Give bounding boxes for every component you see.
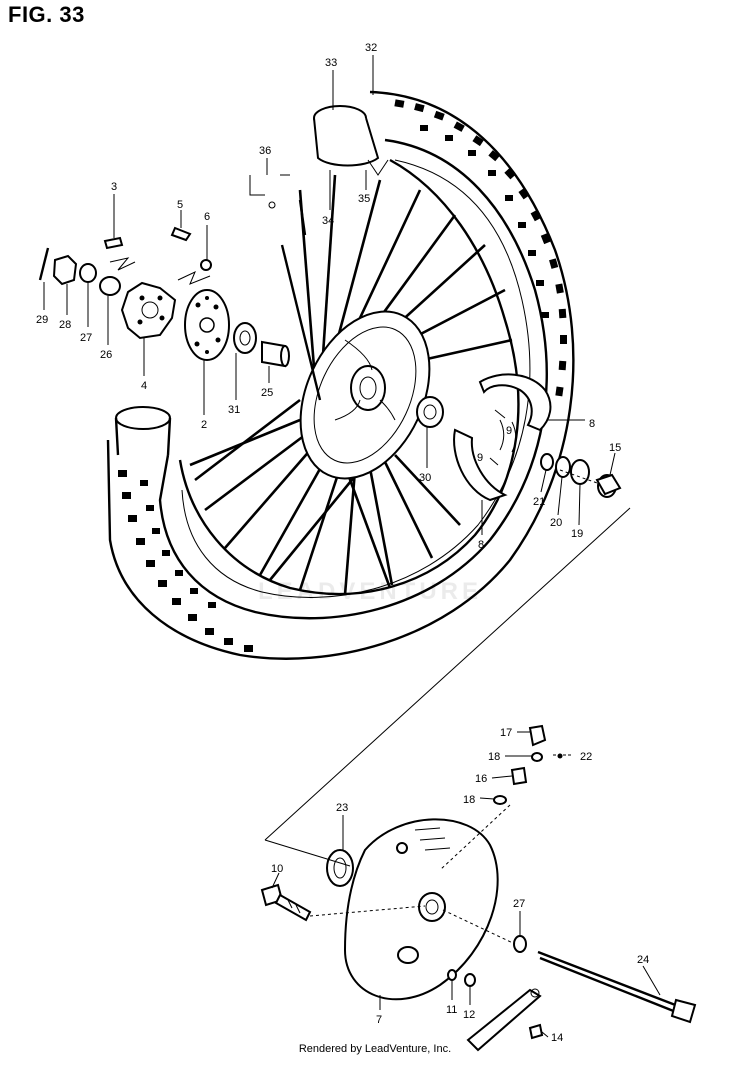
washer-27 xyxy=(513,935,527,953)
callout-30: 30 xyxy=(419,472,431,484)
cable-adjuster xyxy=(493,724,572,805)
callout-18b: 18 xyxy=(463,794,475,806)
callout-11: 11 xyxy=(446,1004,457,1016)
tire-tread xyxy=(118,99,567,652)
callout-10: 10 xyxy=(271,863,283,875)
rim xyxy=(178,158,520,596)
callout-29: 29 xyxy=(36,314,48,326)
washer-12 xyxy=(464,973,476,987)
callout-8b: 8 xyxy=(478,539,484,551)
figure-title: FIG. 33 xyxy=(8,2,85,27)
callout-14: 14 xyxy=(551,1032,563,1044)
callout-25: 25 xyxy=(261,387,273,399)
callout-33: 33 xyxy=(325,57,337,69)
callout-7: 7 xyxy=(376,1014,382,1026)
callout-18a: 18 xyxy=(488,751,500,763)
axle xyxy=(537,950,697,1024)
brake-panel xyxy=(343,818,499,1001)
callout-31: 31 xyxy=(228,404,240,416)
callout-34: 34 xyxy=(322,215,334,227)
callout-8a: 8 xyxy=(589,418,595,430)
callout-5: 5 xyxy=(177,199,183,211)
callout-27b: 27 xyxy=(513,898,525,910)
footer-credit: Rendered by LeadVenture, Inc. xyxy=(298,1043,452,1055)
axle-side-parts xyxy=(540,453,622,498)
callout-9a: 9 xyxy=(506,425,512,437)
seal xyxy=(326,849,354,887)
tire-cut-end xyxy=(115,406,171,430)
callout-3: 3 xyxy=(111,181,117,193)
callout-21: 21 xyxy=(533,496,545,508)
callout-24: 24 xyxy=(637,954,649,966)
brake-shoes xyxy=(453,373,552,502)
callout-35: 35 xyxy=(358,193,370,205)
callout-22: 22 xyxy=(580,751,592,763)
drive-parts xyxy=(38,226,290,368)
tire xyxy=(106,90,575,660)
callout-9b: 9 xyxy=(477,452,483,464)
watermark: LEADVENTURE xyxy=(258,578,483,605)
rim-band xyxy=(313,105,389,176)
callout-20: 20 xyxy=(550,517,562,529)
callout-23: 23 xyxy=(336,802,348,814)
callout-12: 12 xyxy=(463,1009,475,1021)
washer-11 xyxy=(447,969,457,981)
callout-36: 36 xyxy=(259,145,271,157)
bolt-10 xyxy=(260,883,312,922)
callout-labels: 32 33 36 34 35 3 5 6 29 28 27 26 4 2 31 … xyxy=(36,42,649,1044)
callout-28: 28 xyxy=(59,319,71,331)
callout-16: 16 xyxy=(475,773,487,785)
assembly-guides xyxy=(264,469,631,945)
callout-32: 32 xyxy=(365,42,377,54)
spoke-nipple xyxy=(249,174,322,401)
callout-19: 19 xyxy=(571,528,583,540)
leader-lines xyxy=(43,55,661,1038)
callout-17: 17 xyxy=(500,727,512,739)
callout-26: 26 xyxy=(100,349,112,361)
callout-2: 2 xyxy=(201,419,207,431)
callout-15: 15 xyxy=(609,442,621,454)
hub xyxy=(299,310,444,480)
brake-arm xyxy=(466,988,544,1052)
callout-27a: 27 xyxy=(80,332,92,344)
callout-4: 4 xyxy=(141,380,147,392)
callout-6: 6 xyxy=(204,211,210,223)
